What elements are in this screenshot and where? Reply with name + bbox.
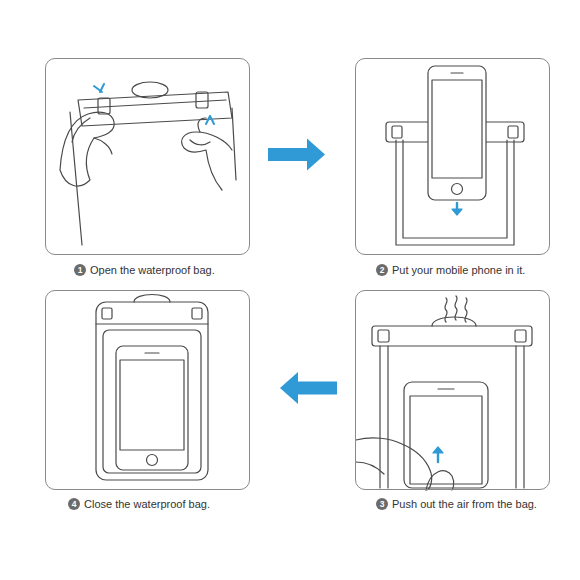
push-air-drawing — [356, 296, 532, 490]
step-caption-row: 1 Open the waterproof bag. — [74, 264, 215, 276]
closed-bag-drawing — [96, 295, 208, 481]
step-caption: Close the waterproof bag. — [84, 498, 210, 510]
step-panel: 2Put your mobile phone in it. — [355, 58, 550, 255]
arrow-shaft — [297, 382, 337, 395]
insert-phone-drawing — [386, 66, 524, 245]
step-panel: 4Close the waterproof bag. — [45, 290, 250, 490]
arrow-head — [307, 139, 325, 171]
arrow-head — [280, 372, 298, 404]
step-number: 4 — [68, 498, 80, 510]
open-bag-drawing — [60, 82, 236, 245]
step-caption-row: 3 Push out the air from the bag. — [376, 498, 537, 510]
step-panel: 3Push out the air from the bag. — [355, 290, 550, 490]
step-caption-row: 2 Put your mobile phone in it. — [376, 264, 525, 276]
flow-arrow — [268, 139, 325, 171]
step-number: 3 — [376, 498, 388, 510]
flow-arrow — [280, 372, 337, 404]
step-caption-row: 4 Close the waterproof bag. — [68, 498, 210, 510]
step-panel: 1Open the waterproof bag. — [45, 58, 250, 255]
step-caption: Push out the air from the bag. — [392, 498, 537, 510]
step-caption: Open the waterproof bag. — [90, 264, 215, 276]
step-caption: Put your mobile phone in it. — [392, 264, 525, 276]
arrow-shaft — [268, 148, 308, 161]
step-number: 1 — [74, 264, 86, 276]
step-number: 2 — [376, 264, 388, 276]
